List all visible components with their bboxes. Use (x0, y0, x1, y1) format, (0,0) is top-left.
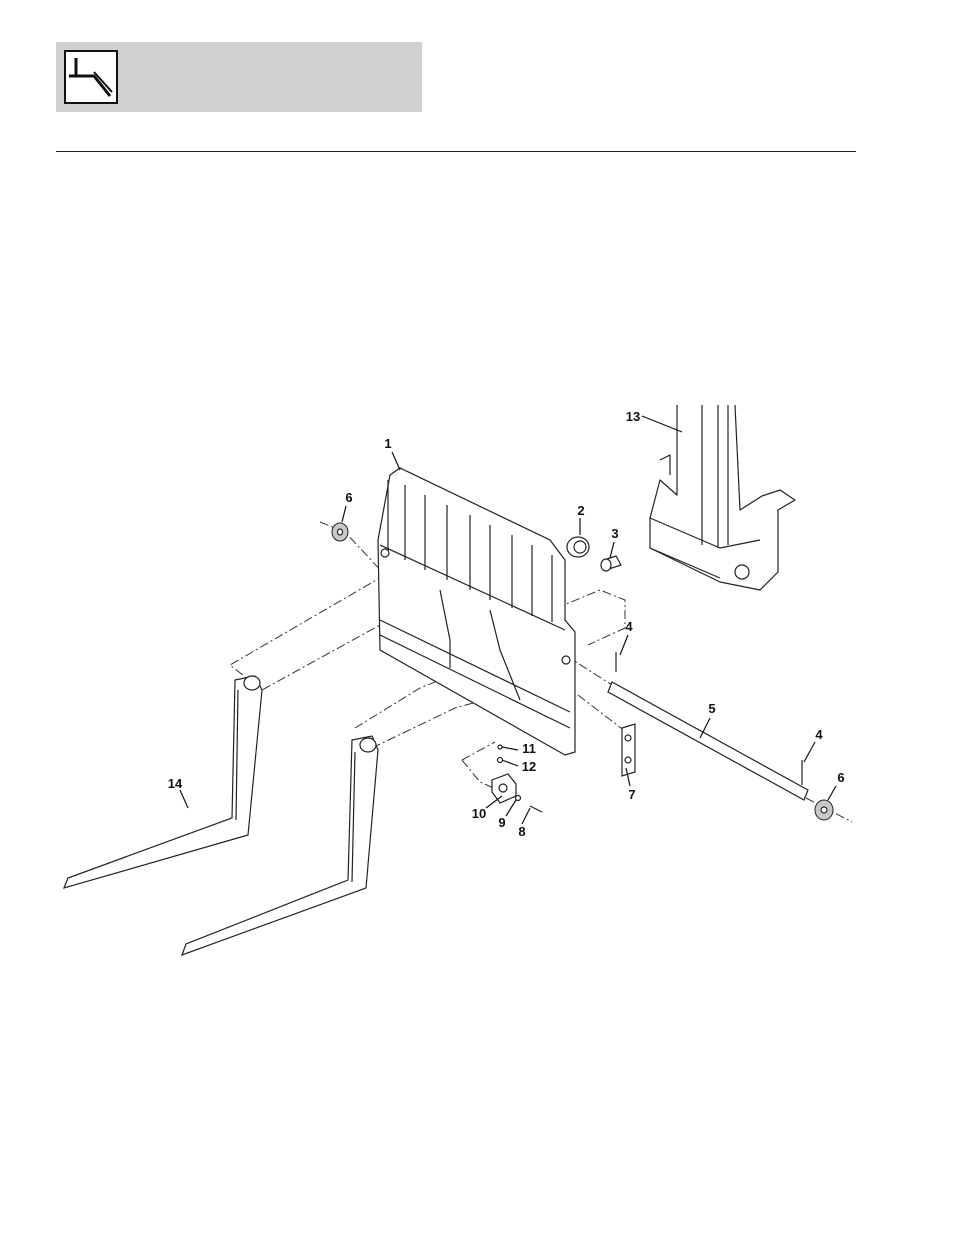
callout-6-left: 6 (345, 490, 352, 505)
callout-11: 11 (522, 741, 536, 756)
bushing-part (601, 556, 621, 571)
loader-arm-part (650, 405, 795, 590)
callout-1: 1 (384, 436, 391, 451)
callout-2: 2 (577, 503, 584, 518)
callout-6-right: 6 (837, 770, 844, 785)
roller-part (567, 537, 589, 557)
pallet-fork-part (64, 676, 378, 955)
callout-12: 12 (522, 759, 536, 774)
callout-8: 8 (518, 824, 525, 839)
cross-shaft-part (608, 682, 808, 800)
callout-5: 5 (708, 701, 715, 716)
callout-4-upper: 4 (625, 619, 633, 634)
fork-carriage-frame-part (378, 468, 575, 755)
callout-14: 14 (168, 776, 183, 791)
callout-3: 3 (611, 526, 618, 541)
callout-10: 10 (472, 806, 486, 821)
wear-plate-part (622, 724, 635, 776)
callout-13: 13 (626, 409, 640, 424)
callout-4-lower: 4 (815, 727, 823, 742)
callout-7: 7 (628, 787, 635, 802)
callout-9: 9 (498, 815, 505, 830)
lynch-pin-part (616, 652, 802, 785)
